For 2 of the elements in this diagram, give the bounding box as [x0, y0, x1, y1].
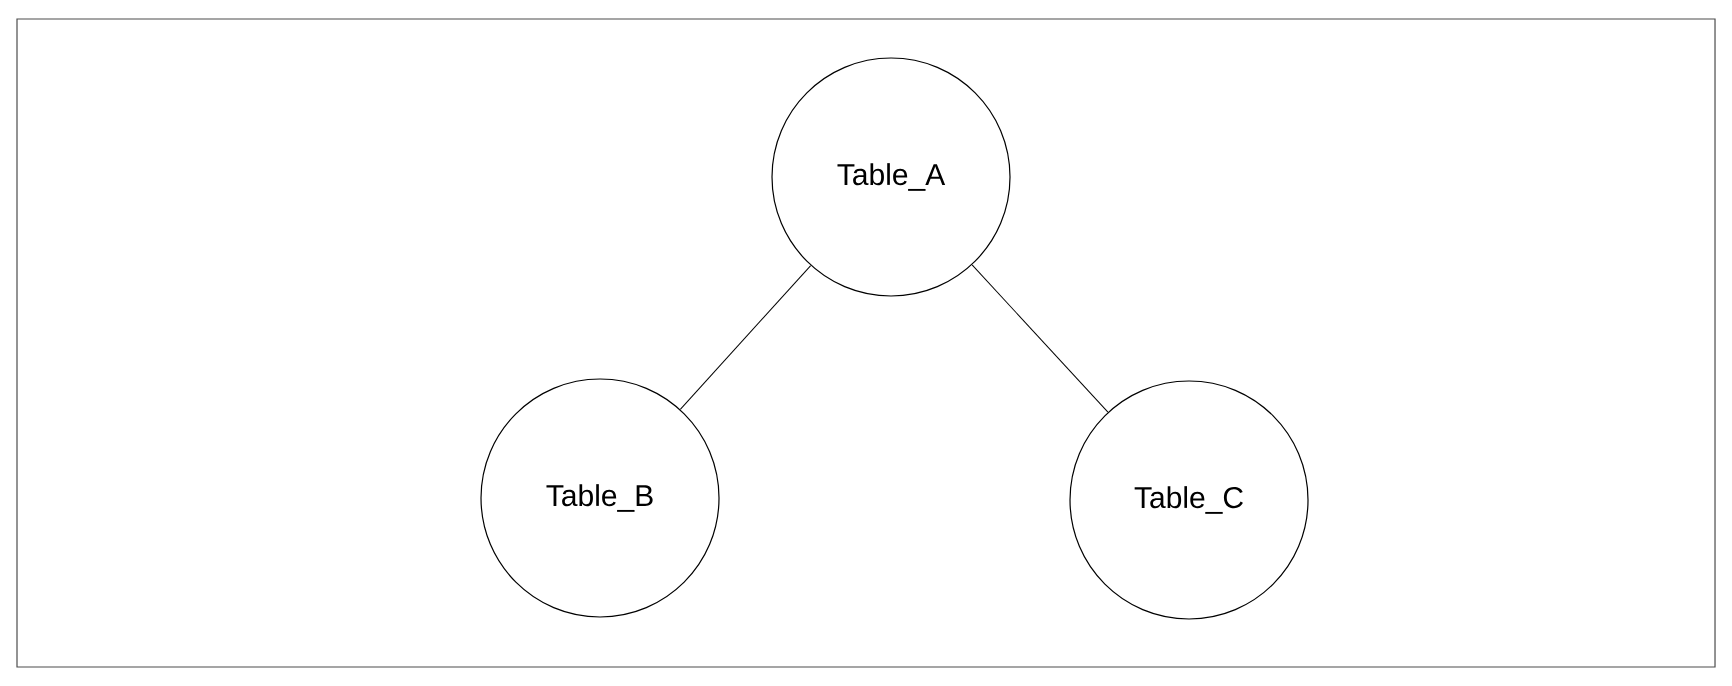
connector-line: [679, 265, 812, 410]
connector-line: [971, 264, 1109, 413]
